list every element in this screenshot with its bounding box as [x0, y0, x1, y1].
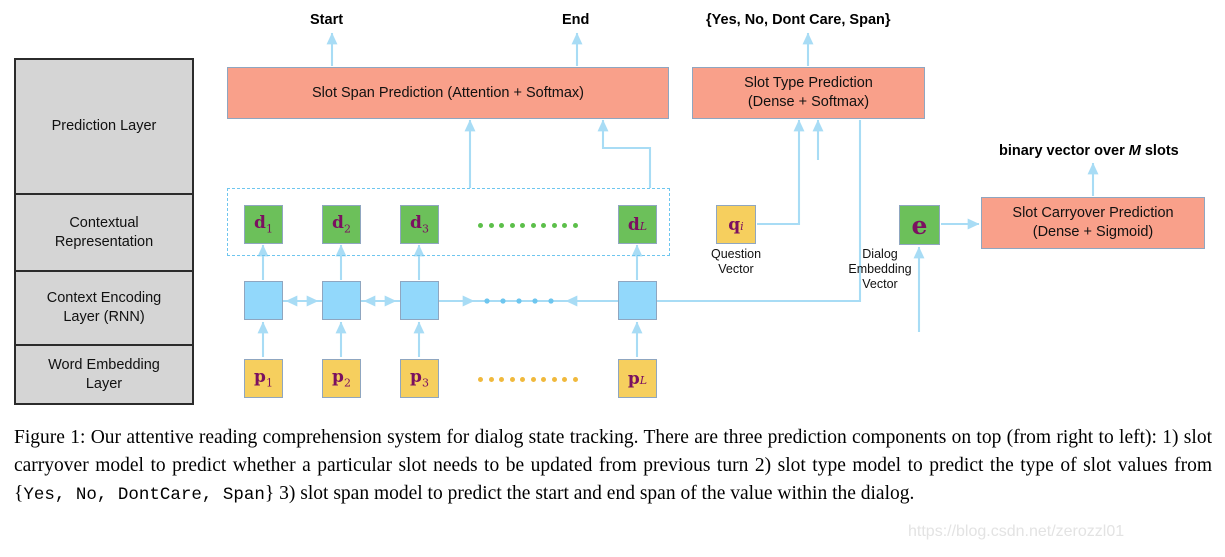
- embedding-unit-symbol: p3: [410, 367, 429, 390]
- contextual-unit-d2[interactable]: d2: [322, 205, 361, 244]
- dialog-caption-line3: Vector: [862, 277, 898, 291]
- stack-cell-label: Word Embedding Layer: [48, 356, 160, 392]
- slot-type-prediction-line1: Slot Type Prediction: [744, 75, 873, 92]
- slot-span-prediction-label: Slot Span Prediction (Attention + Softma…: [311, 84, 585, 101]
- stack-cell-prediction-layer: Prediction Layer: [16, 60, 192, 193]
- contextual-unit-symbol: d1: [254, 213, 273, 236]
- rnn-cell-L[interactable]: [618, 281, 657, 320]
- layer-stack: Prediction Layer Contextual Representati…: [14, 58, 194, 405]
- contextual-unit-symbol: dL: [627, 214, 648, 235]
- contextual-unit-symbol: d3: [410, 213, 429, 236]
- stack-cell-label: Context Encoding Layer (RNN): [46, 290, 162, 325]
- rnn-cell-2[interactable]: [322, 281, 361, 320]
- embedding-unit-p3[interactable]: p3: [400, 359, 439, 398]
- dialog-caption-line1: Dialog: [862, 247, 898, 261]
- slot-carryover-prediction-line2: (Dense + Sigmoid): [1032, 224, 1154, 240]
- stack-cell-label: Prediction Layer: [51, 118, 157, 135]
- caption-segment-2: } 3) slot span model to predict the star…: [264, 483, 915, 505]
- embedding-unit-p1[interactable]: p1: [244, 359, 283, 398]
- contextual-unit-d3[interactable]: d3: [400, 205, 439, 244]
- contextual-unit-d1[interactable]: d1: [244, 205, 283, 244]
- watermark: https://blog.csdn.net/zerozzl01: [908, 523, 1125, 540]
- label-carryover-output: binary vector over M slots: [999, 143, 1179, 159]
- connector-arrows: [257, 32, 1099, 357]
- embedding-unit-symbol: p2: [332, 367, 351, 390]
- embedding-unit-symbol: pL: [627, 368, 648, 389]
- slot-type-prediction-line2: (Dense + Softmax): [747, 94, 870, 110]
- question-vector-caption-line1: Question: [710, 247, 762, 261]
- contextual-representation-group: [227, 188, 670, 256]
- rnn-cell-3[interactable]: [400, 281, 439, 320]
- dialog-embedding-vector-box[interactable]: e: [899, 205, 940, 245]
- question-vector-box[interactable]: qi: [716, 205, 756, 244]
- slot-carryover-prediction-line1: Slot Carryover Prediction: [1012, 205, 1174, 222]
- stack-cell-label: Contextual Representation: [54, 214, 154, 250]
- figure-caption: Figure 1: Our attentive reading comprehe…: [14, 424, 1212, 508]
- embedding-unit-p2[interactable]: p2: [322, 359, 361, 398]
- embedding-unit-symbol: p1: [254, 367, 273, 390]
- slot-type-prediction-box[interactable]: Slot Type Prediction (Dense + Softmax): [692, 67, 925, 119]
- stack-cell-word-embedding-layer: Word Embedding Layer: [16, 346, 192, 403]
- slot-span-prediction-box[interactable]: Slot Span Prediction (Attention + Softma…: [227, 67, 669, 119]
- stack-cell-context-encoding-layer: Context Encoding Layer (RNN): [16, 272, 192, 344]
- label-end: End: [562, 12, 590, 28]
- question-vector-caption: Question Vector: [696, 247, 776, 277]
- dialog-embedding-vector-caption: Dialog Embedding Vector: [840, 247, 920, 292]
- dialog-embedding-vector-symbol: e: [911, 210, 928, 240]
- contextual-units-ellipsis: [478, 222, 578, 228]
- contextual-unit-symbol: d2: [332, 213, 351, 236]
- dialog-caption-line2: Embedding: [848, 262, 912, 276]
- question-vector-symbol: qi: [728, 214, 744, 235]
- contextual-unit-dL[interactable]: dL: [618, 205, 657, 244]
- slot-carryover-prediction-box[interactable]: Slot Carryover Prediction (Dense + Sigmo…: [981, 197, 1205, 249]
- question-vector-caption-line2: Vector: [718, 262, 754, 276]
- caption-segment-1: Yes, No, DontCare, Span: [23, 485, 265, 506]
- figure-diagram: Prediction Layer Contextual Representati…: [14, 12, 1205, 405]
- embedding-units-ellipsis: [478, 376, 578, 382]
- label-start: Start: [310, 12, 344, 28]
- embedding-unit-pL[interactable]: pL: [618, 359, 657, 398]
- rnn-cell-1[interactable]: [244, 281, 283, 320]
- label-slot-type-output: {Yes, No, Dont Care, Span}: [706, 12, 891, 28]
- caption-segment-0: Figure 1: Our attentive reading comprehe…: [14, 427, 1212, 505]
- stack-cell-contextual-representation: Contextual Representation: [16, 195, 192, 270]
